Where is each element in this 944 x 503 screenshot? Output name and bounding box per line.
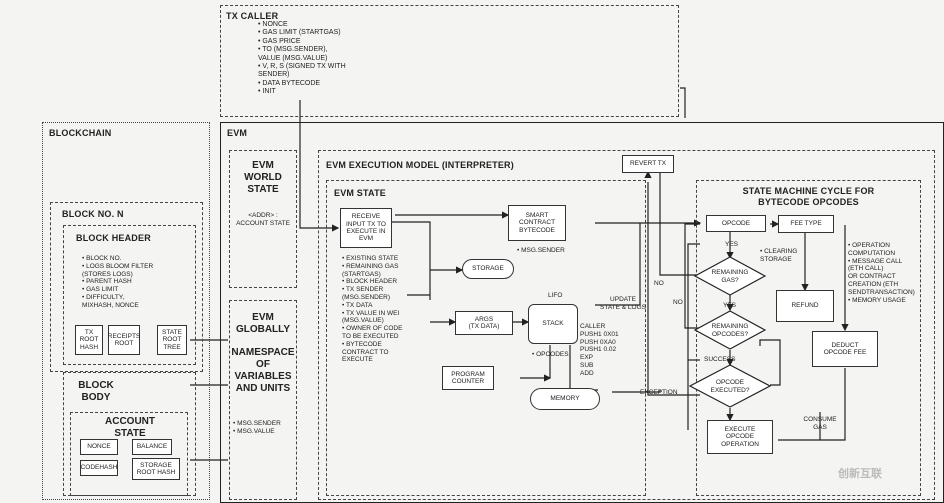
msg-items: • MSG.SENDER • MSG.VALUE: [233, 420, 281, 435]
yes-label-1: YES: [725, 241, 739, 248]
opcode-box: OPCODE: [706, 215, 766, 232]
state-machine-title: STATE MACHINE CYCLE FOR BYTECODE OPCODES: [742, 186, 875, 207]
blockchain-box: [42, 122, 210, 500]
block-no-title: BLOCK NO. N: [62, 209, 124, 219]
success-label: SUCCESS: [704, 356, 736, 363]
remaining-opcodes-label: REMAINING OPCODES?: [711, 323, 749, 338]
tx-caller-items: • NONCE • GAS LIMIT (STARTGAS) • GAS PRI…: [258, 21, 346, 96]
operation-items: • OPERATION COMPUTATION • MESSAGE CALL (…: [848, 242, 915, 304]
smart-contract-box: SMART CONTRACT BYTECODE: [508, 205, 566, 241]
deduct-fee-box: DEDUCT OPCODE FEE: [812, 331, 878, 367]
execution-model-title: EVM EXECUTION MODEL (INTERPRETER): [326, 160, 514, 170]
program-counter-box: PROGRAM COUNTER: [442, 366, 494, 390]
tx-caller-title: TX CALLER: [226, 11, 279, 21]
blockchain-title: BLOCKCHAIN: [49, 128, 112, 138]
tx-root-hash: TX ROOT HASH: [75, 325, 103, 355]
clearing-storage: • CLEARING STORAGE: [760, 248, 798, 263]
world-state-title: EVM WORLD STATE: [244, 160, 282, 195]
account-state-title: ACCOUNT STATE: [105, 416, 155, 439]
execution-model-box: [318, 150, 935, 500]
update-state-label: UPDATE STATE & LOGS: [600, 296, 646, 311]
evm-state-items: • EXISTING STATE • REMAINING GAS (STARTG…: [342, 255, 403, 364]
state-root-tree: STATE ROOT TREE: [157, 325, 187, 355]
fee-type-box: FEE TYPE: [778, 215, 834, 233]
yes-label-2: YES: [723, 302, 737, 309]
evm-title: EVM: [227, 128, 248, 138]
codehash-field: CODEHASH: [80, 460, 118, 476]
opcodes-bullet: • OPCODES: [532, 351, 569, 358]
block-header-title: BLOCK HEADER: [76, 233, 151, 243]
refund-box: REFUND: [776, 290, 834, 322]
args-box: ARGS (TX DATA): [455, 311, 513, 335]
caller-ops: CALLER PUSH1 0X01 PUSH 0XA0 PUSH1 0.02 E…: [580, 323, 619, 377]
storage-cylinder: STORAGE: [462, 259, 514, 279]
account-state-box: [70, 412, 188, 496]
tx-caller-box: [220, 5, 679, 117]
lifo-label: LIFO: [548, 292, 563, 299]
receive-input-box: RECEIVE INPUT TX TO EXECUTE IN EVM: [340, 208, 392, 248]
remaining-gas-label: REMAINING GAS?: [711, 269, 749, 284]
consume-gas-label: CONSUME GAS: [803, 416, 837, 431]
namespace-box: [229, 300, 297, 500]
account-state-addr: <ADDR> : ACCOUNT STATE: [236, 212, 290, 227]
memory-cylinder: MEMORY: [530, 388, 600, 410]
balance-field: BALANCE: [132, 439, 172, 455]
opcode-executed-label: OPCODE EXECUTED?: [710, 379, 750, 394]
msg-sender-label: • MSG.SENDER: [517, 247, 565, 254]
watermark-logo: 创新互联: [838, 468, 882, 480]
evm-state-title: EVM STATE: [334, 188, 386, 198]
no-label-2: NO: [673, 299, 683, 306]
exception-label: EXCEPTION: [640, 389, 678, 396]
execute-opcode-box: EXECUTE OPCODE OPERATION: [707, 420, 773, 454]
receipts-root: RECEIPTS ROOT: [108, 325, 140, 355]
block-header-box: [63, 225, 196, 365]
nonce-field: NONCE: [80, 439, 118, 455]
block-no-box: [50, 202, 203, 372]
block-body-title: BLOCK BODY: [78, 380, 114, 403]
no-label-1: NO: [654, 280, 664, 287]
world-state-box: [229, 150, 297, 288]
block-header-items: • BLOCK NO. • LOGS BLOOM FILTER (STORES …: [82, 255, 154, 309]
storage-root-field: STORAGE ROOT HASH: [132, 458, 180, 480]
namespace-title: NAMESPACE OF VARIABLES AND UNITS: [231, 347, 295, 394]
globally-title: EVM GLOBALLY: [235, 312, 291, 335]
evm-state-box: [326, 180, 646, 496]
stack-cylinder: STACK: [528, 304, 578, 344]
revert-tx-box: REVERT TX: [622, 155, 674, 173]
